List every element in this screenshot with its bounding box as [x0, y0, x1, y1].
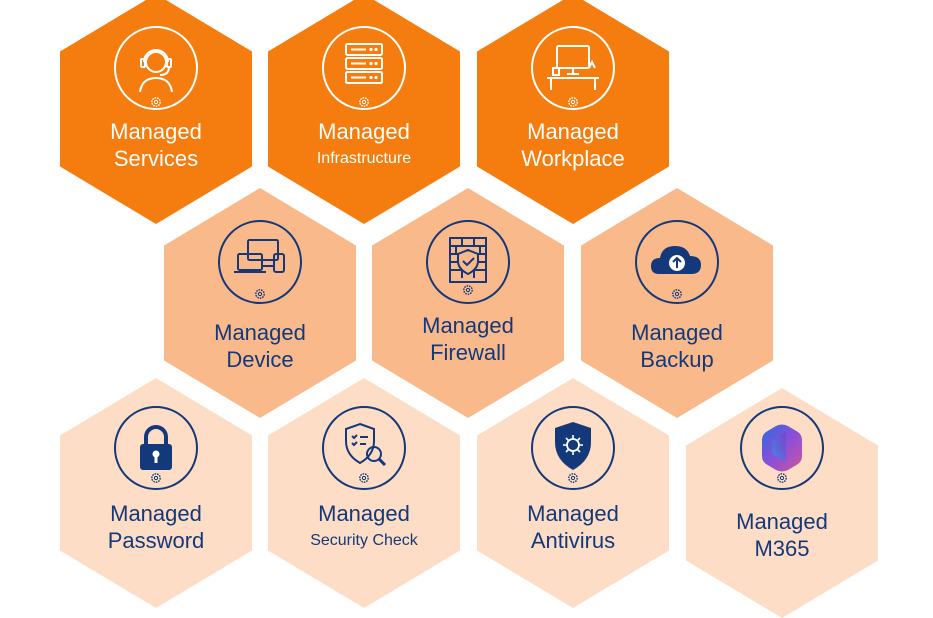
gear-icon: [672, 289, 682, 299]
tile-label: Managed M365: [686, 508, 878, 562]
tile-managed-firewall: Managed Firewall: [372, 188, 564, 418]
icon-ring: [114, 406, 198, 490]
icon-ring: [322, 26, 406, 110]
tile-label-line2: Antivirus: [530, 528, 616, 553]
shield-virus-icon: [555, 422, 591, 470]
tile-managed-password: Managed Password: [60, 378, 252, 608]
icon-ring: [218, 220, 302, 304]
tile-label-line2: Services: [113, 146, 199, 171]
server-rack-icon: [345, 43, 383, 84]
tile-label: Managed Backup: [581, 319, 773, 373]
tile-managed-m365: Managed M365: [686, 388, 878, 618]
tile-label: Managed Services: [60, 118, 252, 172]
tile-label-line2: Password: [107, 528, 205, 553]
icon-ring: [114, 26, 198, 110]
icon-ring: [740, 406, 824, 490]
gear-icon: [568, 97, 578, 107]
tile-label: Managed Infrastructure: [268, 118, 460, 172]
icon-ring: [426, 220, 510, 304]
tile-label: Managed Security Check: [268, 500, 460, 554]
tile-label-line1: Managed: [527, 501, 619, 526]
tile-label-line1: Managed: [422, 313, 514, 338]
tile-label-line1: Managed: [214, 320, 306, 345]
devices-icon: [234, 239, 285, 273]
tile-label: Managed Antivirus: [477, 500, 669, 554]
tile-managed-infrastructure: Managed Infrastructure: [268, 0, 460, 224]
tile-label-line2: Infrastructure: [316, 150, 412, 167]
tile-managed-backup: Managed Backup: [581, 188, 773, 418]
cloud-upload-icon: [651, 246, 701, 274]
gear-icon: [568, 473, 578, 483]
tile-label-line1: Managed: [110, 501, 202, 526]
tile-managed-services: Managed Services: [60, 0, 252, 224]
icon-ring: [531, 26, 615, 110]
gear-icon: [359, 473, 369, 483]
tile-managed-security-check: Managed Security Check: [268, 378, 460, 608]
gear-icon: [463, 285, 473, 295]
tile-label: Managed Firewall: [372, 312, 564, 366]
tile-label: Managed Device: [164, 319, 356, 373]
tile-label-line2: Device: [226, 347, 294, 372]
security-check-icon: [345, 422, 387, 467]
tile-managed-antivirus: Managed Antivirus: [477, 378, 669, 608]
tile-label-line2: Backup: [640, 347, 714, 372]
gear-icon: [151, 97, 161, 107]
tile-label-line2: Security Check: [310, 532, 418, 549]
m365-logo-icon: [762, 424, 802, 472]
icon-ring: [322, 406, 406, 490]
gear-icon: [359, 97, 369, 107]
gear-icon: [777, 473, 787, 483]
padlock-icon: [140, 425, 172, 470]
tile-label-line1: Managed: [110, 119, 202, 144]
headset-agent-icon: [139, 49, 173, 93]
tile-label-line2: M365: [754, 536, 810, 561]
tile-managed-workplace: Managed Workplace: [477, 0, 669, 224]
gear-icon: [255, 289, 265, 299]
tile-label: Managed Password: [60, 500, 252, 554]
firewall-icon: [449, 237, 487, 283]
tile-label-line1: Managed: [736, 509, 828, 534]
tile-label-line2: Workplace: [521, 146, 625, 171]
tile-label-line1: Managed: [631, 320, 723, 345]
icon-ring: [531, 406, 615, 490]
tile-label-line2: Firewall: [430, 340, 506, 365]
tile-label: Managed Workplace: [477, 118, 669, 172]
tile-label-line1: Managed: [527, 119, 619, 144]
icon-ring: [635, 220, 719, 304]
gear-icon: [151, 473, 161, 483]
desk-computer-icon: [547, 45, 599, 90]
tile-managed-device: Managed Device: [164, 188, 356, 418]
tile-label-line1: Managed: [318, 119, 410, 144]
tile-label-line1: Managed: [318, 501, 410, 526]
